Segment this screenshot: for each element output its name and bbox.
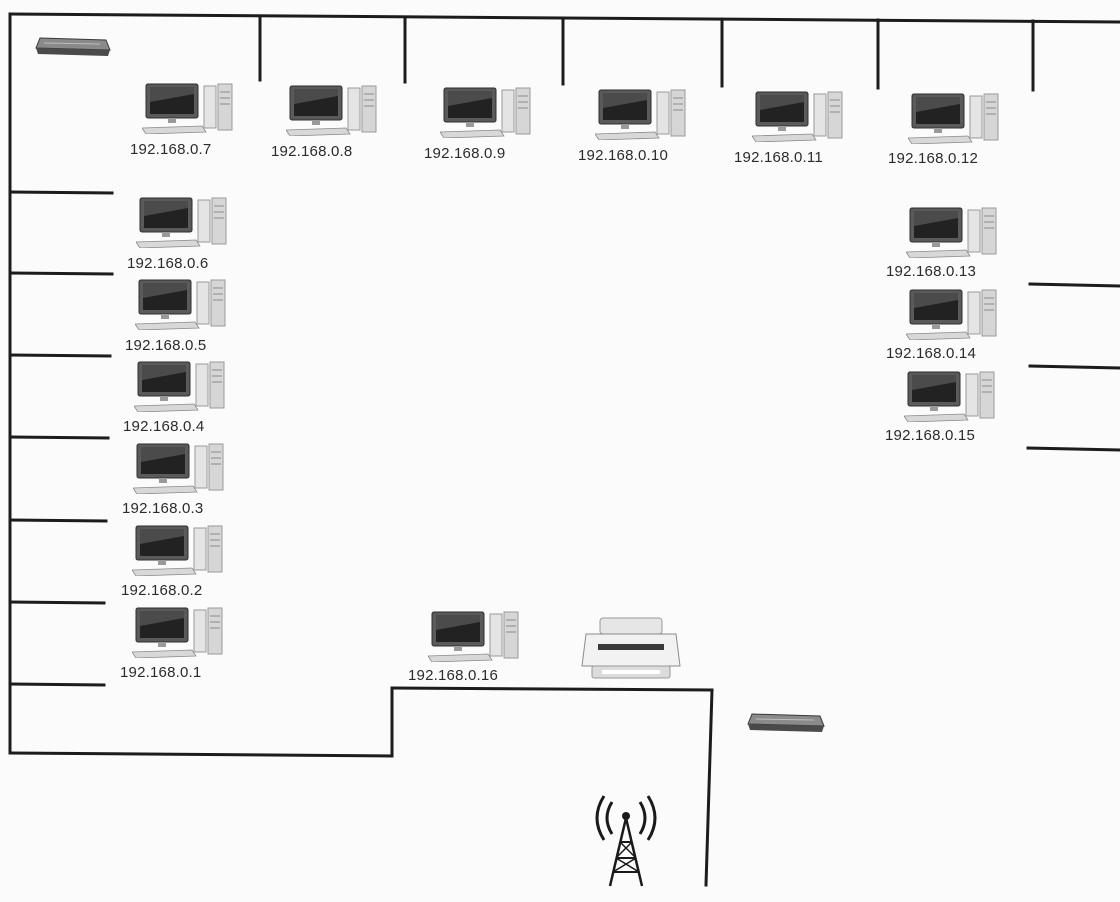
desktop-computer-icon xyxy=(903,370,996,427)
wall-bottom-left xyxy=(8,751,394,758)
workstation-ip-label: 192.168.0.1 xyxy=(120,664,202,681)
desktop-computer-icon xyxy=(905,206,998,263)
desktop-computer-icon xyxy=(135,196,228,253)
divider-right-1 xyxy=(1028,282,1120,288)
workstation-ip-label: 192.168.0.4 xyxy=(123,418,205,435)
workstation-ip-label: 192.168.0.8 xyxy=(271,143,353,160)
desktop-computer-icon xyxy=(133,360,226,417)
desktop-computer-icon xyxy=(439,86,532,143)
divider-right-3 xyxy=(1026,446,1120,452)
divider-left-1 xyxy=(8,190,114,195)
workstation-ip-label: 192.168.0.6 xyxy=(127,255,209,272)
workstation-ip-label: 192.168.0.15 xyxy=(885,427,975,444)
workstation-ip-label: 192.168.0.5 xyxy=(125,337,207,354)
desktop-computer-icon xyxy=(131,606,224,663)
desktop-computer-icon xyxy=(905,288,998,345)
workstation-ip-label: 192.168.0.13 xyxy=(886,263,976,280)
divider-right-2 xyxy=(1028,364,1120,370)
desktop-computer-icon xyxy=(131,524,224,581)
divider-left-6 xyxy=(8,600,106,605)
desktop-computer-icon xyxy=(751,90,844,147)
divider-left-2 xyxy=(8,271,114,276)
workstation-ip-label: 192.168.0.2 xyxy=(121,582,203,599)
workstation-ip-label: 192.168.0.16 xyxy=(408,667,498,684)
desktop-computer-icon xyxy=(907,92,1000,149)
desktop-computer-icon xyxy=(594,88,687,145)
workstation-ip-label: 192.168.0.14 xyxy=(886,345,976,362)
workstation-ip-label: 192.168.0.10 xyxy=(578,147,668,164)
desktop-computer-icon xyxy=(134,278,227,335)
desktop-computer-icon xyxy=(427,610,520,667)
wall-top xyxy=(8,12,1120,24)
workstation-ip-label: 192.168.0.12 xyxy=(888,150,978,167)
workstation-ip-label: 192.168.0.3 xyxy=(122,500,204,517)
workstation-ip-label: 192.168.0.11 xyxy=(734,149,823,166)
network-switch-icon xyxy=(746,710,826,741)
network-switch-icon xyxy=(34,34,112,65)
workstation-ip-label: 192.168.0.9 xyxy=(424,145,506,162)
workstation-ip-label: 192.168.0.7 xyxy=(130,141,212,158)
divider-left-3 xyxy=(8,353,112,358)
desktop-computer-icon xyxy=(285,84,378,141)
desktop-computer-icon xyxy=(141,82,234,139)
divider-left-5 xyxy=(8,518,108,523)
desktop-computer-icon xyxy=(132,442,225,499)
divider-left-7 xyxy=(8,682,106,687)
printer-icon xyxy=(580,614,682,689)
divider-left-4 xyxy=(8,435,110,440)
wireless-antenna-icon xyxy=(584,792,668,893)
wall-right-down xyxy=(704,688,714,887)
wall-step-top xyxy=(390,686,714,692)
